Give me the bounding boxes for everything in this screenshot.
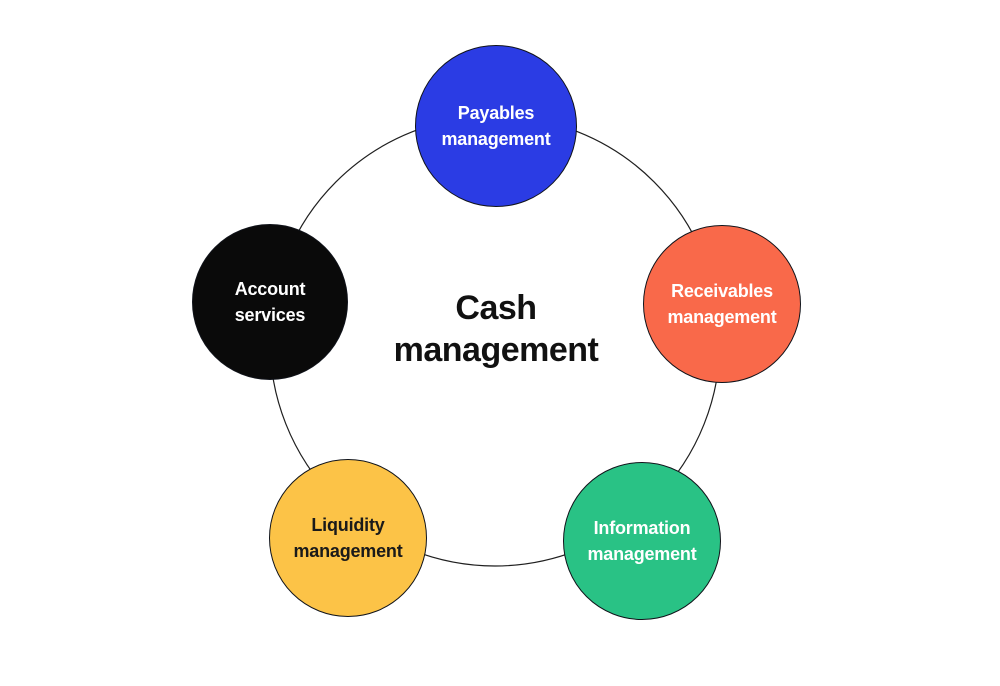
node-account-label: Account services <box>234 279 306 325</box>
node-liquidity-management: Liquidity management <box>269 459 427 617</box>
node-payables-label: Payables management <box>441 103 551 149</box>
diagram-title: Cash management <box>393 289 599 369</box>
node-receivables-management: Receivables management <box>643 225 801 383</box>
node-account-services: Account services <box>192 224 348 380</box>
node-liquidity-label: Liquidity management <box>293 515 403 561</box>
node-payables-management: Payables management <box>415 45 577 207</box>
node-information-label: Information management <box>587 518 697 564</box>
node-information-management: Information management <box>563 462 721 620</box>
node-receivables-label: Receivables management <box>667 281 777 327</box>
